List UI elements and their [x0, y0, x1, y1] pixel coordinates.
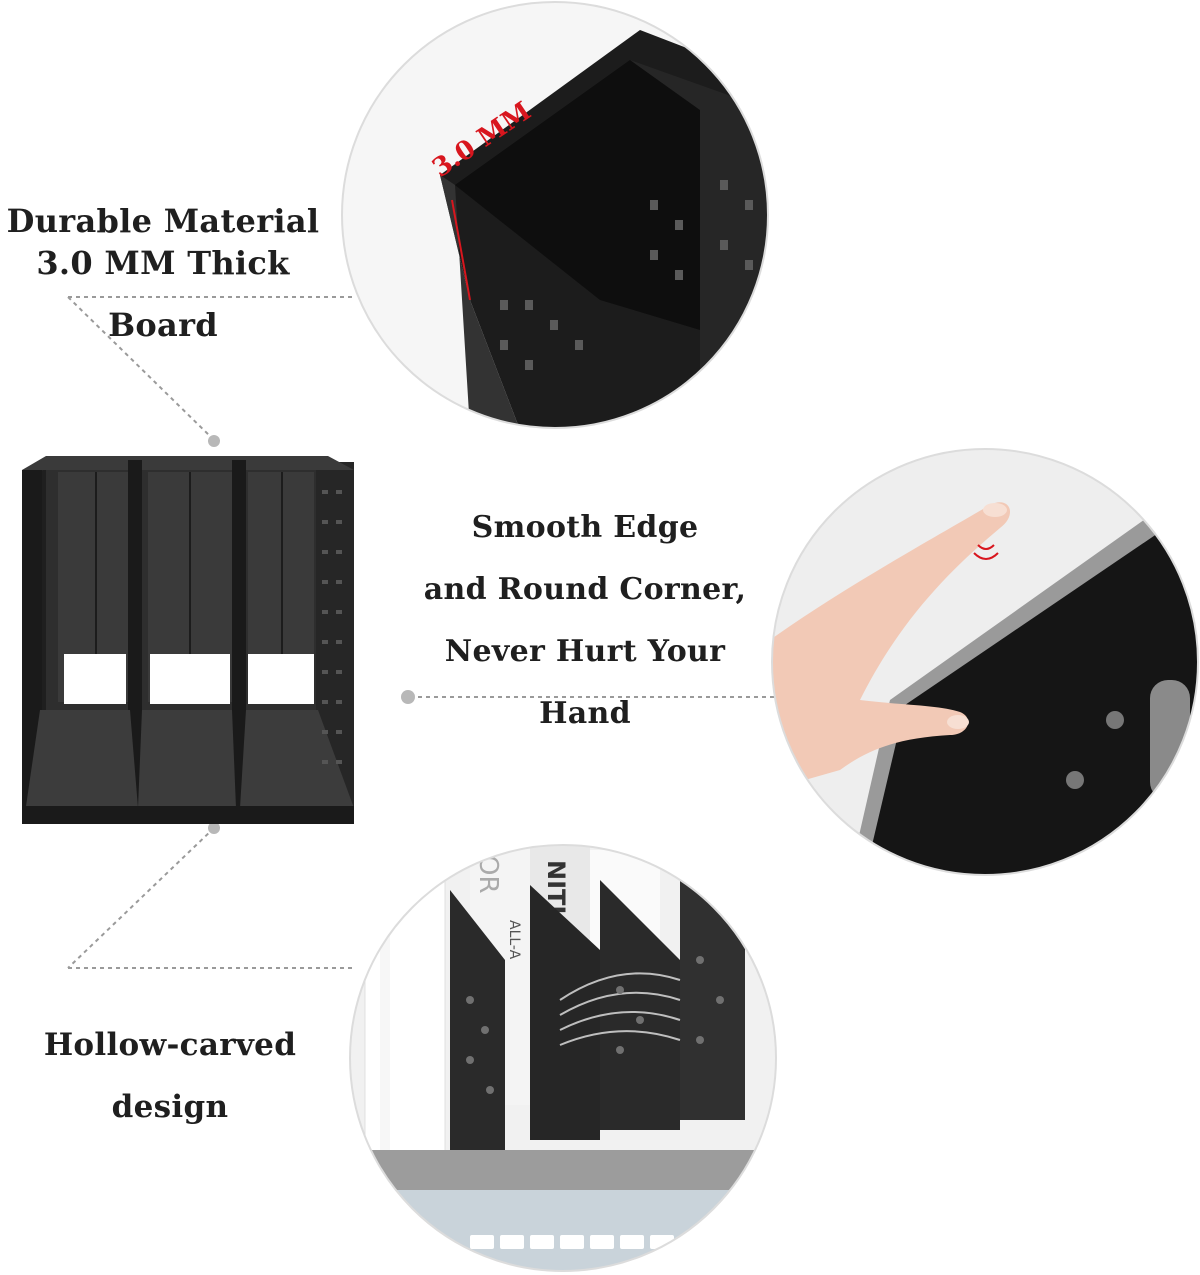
book-spine-text-2: ALL-A: [506, 920, 522, 960]
material-callout: Durable Material 3.0 MM Thick Board: [0, 190, 326, 356]
connector-dot-middle: [401, 690, 415, 704]
edge-callout-line2: and Round Corner,: [423, 572, 747, 607]
material-callout-line2: 3.0 MM Thick Board: [36, 244, 290, 344]
book-spine-text-3: OR: [473, 855, 503, 894]
material-callout-line1: Durable Material: [6, 202, 320, 240]
hollow-callout: Hollow-carved design: [20, 1014, 320, 1138]
edge-callout-line3: Never Hurt Your Hand: [444, 634, 726, 731]
connector-dot-bottom: [208, 822, 220, 834]
hollow-callout-line2: design: [111, 1089, 229, 1125]
edge-callout: Smooth Edge and Round Corner, Never Hurt…: [400, 497, 770, 745]
connector-dot-top: [208, 435, 220, 447]
edge-callout-line1: Smooth Edge: [471, 510, 699, 545]
hollow-callout-line1: Hollow-carved: [43, 1027, 297, 1063]
